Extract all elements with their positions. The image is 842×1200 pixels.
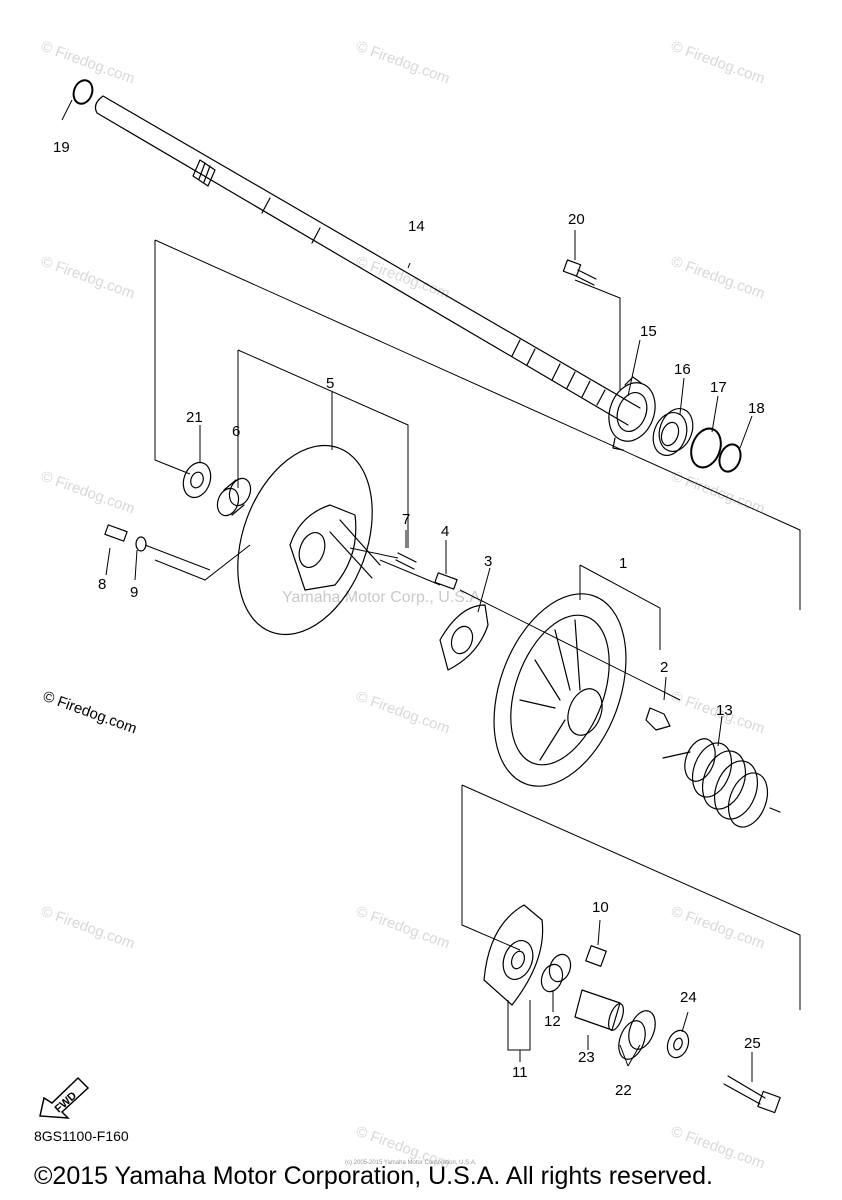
- callout-4: 4: [441, 523, 449, 540]
- callout-21: 21: [186, 409, 203, 426]
- watermark-grid: © Firedog.com © Firedog.com © Firedog.co…: [39, 38, 767, 1173]
- watermark: © Firedog.com: [39, 468, 137, 518]
- spring-13: [662, 738, 781, 828]
- watermark: © Firedog.com: [669, 903, 767, 953]
- callout-5: 5: [326, 375, 334, 392]
- sheave-5: [237, 444, 381, 636]
- watermark: © Firedog.com: [39, 253, 137, 303]
- washer-9: [135, 536, 147, 552]
- callout-23: 23: [578, 1049, 595, 1066]
- callouts: 1 2 3 4 5 6 7 8 9 10 11 12 13 14 15 16 1…: [53, 139, 765, 1099]
- bolt-20: [562, 259, 597, 286]
- watermark: © Firedog.com: [39, 903, 137, 953]
- cam-assembly-11: [483, 904, 544, 1006]
- bushing-12: [540, 953, 572, 993]
- callout-25: 25: [744, 1035, 761, 1052]
- callout-18: 18: [748, 400, 765, 417]
- slider-2: [645, 707, 671, 731]
- watermark: © Firedog.com: [354, 903, 452, 953]
- collar-23: [574, 989, 624, 1031]
- copyright-notice: ©2015 Yamaha Motor Corporation, U.S.A. A…: [34, 1162, 713, 1190]
- sheave-1: [493, 593, 627, 787]
- callout-11: 11: [512, 1064, 528, 1081]
- callout-1: 1: [619, 555, 627, 572]
- gasket-3: [439, 604, 489, 671]
- callout-13: 13: [716, 702, 733, 719]
- stud-7: [395, 552, 417, 570]
- diagram-code: 8GS1100-F160: [34, 1128, 129, 1144]
- watermark-center: Yamaha Motor Corp., U.S.A.: [282, 589, 484, 606]
- callout-3: 3: [484, 553, 492, 570]
- watermark: © Firedog.com: [669, 253, 767, 303]
- fwd-arrow-icon: FWD: [39, 1076, 90, 1119]
- bolt-25: [723, 1075, 781, 1114]
- nut-10: [585, 945, 607, 967]
- callout-14: 14: [408, 218, 425, 235]
- callout-2: 2: [660, 659, 668, 676]
- bolt-4: [434, 572, 458, 590]
- tiny-copyright: (c) 2005-2015 Yamaha Motor Corporation, …: [345, 1160, 477, 1166]
- bearing-16: [652, 408, 694, 456]
- watermark: © Firedog.com: [354, 38, 452, 88]
- watermark-side: © Firedog.com: [41, 688, 139, 738]
- leader-lines: [61, 99, 801, 1082]
- callout-20: 20: [568, 211, 585, 228]
- watermark: © Firedog.com: [354, 688, 452, 738]
- washer-24: [666, 1029, 690, 1059]
- watermark: © Firedog.com: [354, 253, 452, 303]
- callout-7: 7: [402, 511, 410, 528]
- callout-22: 22: [615, 1082, 632, 1099]
- callout-8: 8: [98, 576, 106, 593]
- o-ring-19: [72, 79, 94, 105]
- callout-10: 10: [592, 899, 609, 916]
- washer-21: [182, 461, 212, 499]
- callout-12: 12: [544, 1013, 561, 1030]
- watermark: © Firedog.com: [669, 38, 767, 88]
- callout-9: 9: [130, 584, 138, 601]
- callout-24: 24: [680, 989, 697, 1006]
- rollers-22: [618, 1010, 656, 1060]
- callout-6: 6: [232, 423, 240, 440]
- bolt-8: [104, 524, 128, 542]
- shaft-14: [94, 95, 641, 426]
- callout-19: 19: [53, 139, 70, 156]
- callout-17: 17: [710, 379, 727, 396]
- bushing-6: [216, 477, 252, 517]
- callout-16: 16: [674, 361, 691, 378]
- callout-15: 15: [640, 323, 657, 340]
- ring-18: [718, 443, 742, 473]
